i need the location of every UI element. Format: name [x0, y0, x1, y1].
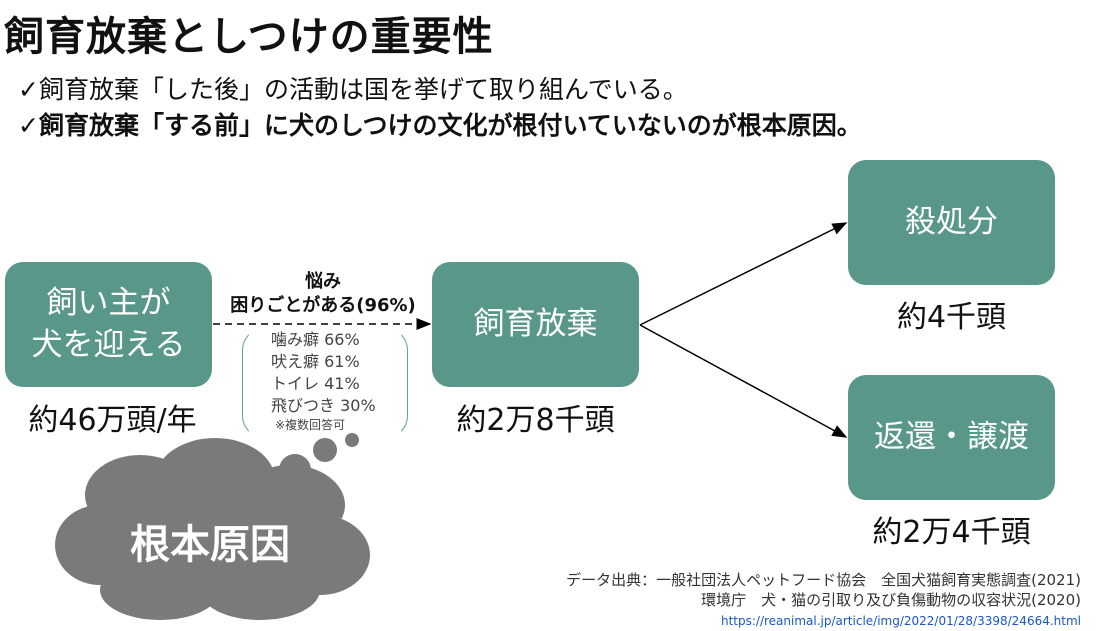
- page-title: 飼育放棄としつけの重要性: [4, 14, 494, 60]
- owner-count: 約46万頭/年: [28, 403, 197, 438]
- bullet-2: ✓飼育放棄「する前」に犬のしつけの文化が根付いていないのが根本原因。: [18, 111, 862, 140]
- issue-item: 吠え癖 61%: [271, 352, 360, 371]
- issue-item: 飛びつき 30%: [271, 396, 376, 415]
- issue-line2: 困りごとがある(96%): [230, 295, 416, 316]
- source-link[interactable]: https://reanimal.jp/article/img/2022/01/…: [720, 614, 1081, 628]
- bullet-1: ✓飼育放棄「した後」の活動は国を挙げて取り組んでいる。: [18, 75, 688, 104]
- arrow-to-kill: [639, 222, 848, 326]
- owner-line2: 犬を迎える: [31, 326, 186, 363]
- return-count: 約2万4千頭: [872, 515, 1031, 550]
- issue-item: 噛み癖 66%: [271, 330, 360, 349]
- issue-item: トイレ 41%: [271, 374, 360, 393]
- arrow-to-return: [639, 324, 848, 438]
- abandon-box: 飼育放棄: [432, 262, 639, 387]
- issue-label: 悩み困りごとがある(96%): [212, 270, 434, 318]
- abandon-count: 約2万8千頭: [456, 403, 615, 438]
- issue-note: ※複数回答可: [275, 418, 346, 432]
- issue-line1: 悩み: [305, 271, 341, 292]
- kill-box: 殺処分: [848, 160, 1055, 285]
- source: データ出典：一般社団法人ペットフード協会 全国犬猫飼育実態調査(2021) 環境…: [566, 570, 1081, 631]
- kill-count: 約4千頭: [896, 300, 1007, 335]
- thought-cloud: [55, 433, 370, 620]
- issue-list: 噛み癖 66% 吠え癖 61% トイレ 41% 飛びつき 30% ※複数回答可: [242, 328, 408, 438]
- cloud-label: 根本原因: [130, 522, 290, 568]
- owner-line1: 飼い主が: [46, 284, 171, 321]
- source-line2: 環境庁 犬・猫の引取り及び負傷動物の収容状況(2020): [701, 591, 1081, 609]
- return-box: 返還・譲渡: [848, 375, 1055, 500]
- source-line1: データ出典：一般社団法人ペットフード協会 全国犬猫飼育実態調査(2021): [566, 571, 1081, 589]
- owner-box: 飼い主が犬を迎える: [5, 262, 212, 387]
